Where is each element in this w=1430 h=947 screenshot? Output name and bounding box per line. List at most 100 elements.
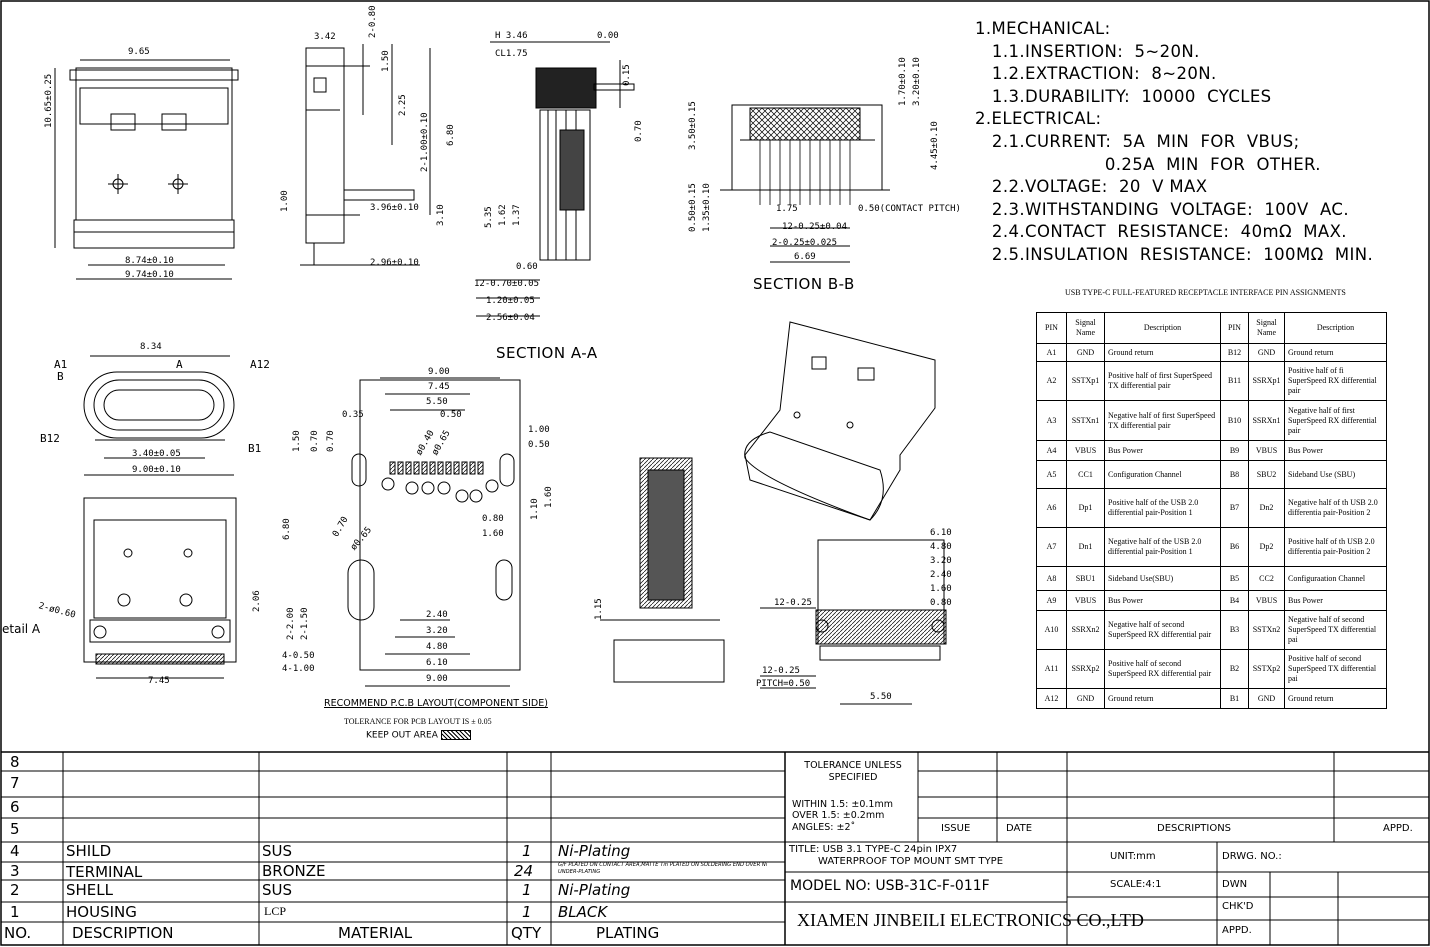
dimension-label: 1.62: [498, 204, 508, 226]
dimension-label: 3.42: [314, 32, 336, 42]
part-desc: HOUSING: [66, 903, 137, 921]
section-a-a-label: SECTION A-A: [496, 344, 598, 362]
part-no: 5: [10, 820, 20, 838]
dimension-label: 4.80: [426, 642, 448, 652]
dimension-label: A: [176, 358, 183, 371]
spec-line: 2.4.CONTACT RESISTANCE: 40mΩ MAX.: [975, 222, 1347, 242]
part-desc: SHELL: [66, 881, 113, 899]
front-view: [83, 355, 235, 476]
description-cell: Bus Power: [1284, 440, 1387, 461]
dimension-label: 5.50: [426, 397, 448, 407]
description-cell: Positive half of second SuperSpeed TX di…: [1284, 649, 1387, 689]
tolerance-heading: TOLERANCE UNLESS SPECIFIED: [804, 760, 902, 783]
header-cell: Signal Name: [1066, 312, 1105, 344]
dimension-label: 3.10: [436, 204, 446, 226]
header-description: DESCRIPTION: [72, 924, 174, 942]
part-no: 8: [10, 753, 20, 771]
header-no: NO.: [4, 924, 32, 942]
drawn-by-label: DWN: [1222, 879, 1248, 890]
dimension-label: 3.96±0.10: [370, 203, 419, 213]
dimension-label: 2-2.00: [286, 607, 296, 640]
dimension-label: 0.50(CONTACT PITCH): [858, 204, 961, 214]
signal-cell: SSRXp2: [1066, 649, 1105, 689]
dimension-label: 7.45: [148, 676, 170, 686]
part-no: 2: [10, 881, 20, 899]
pin-cell: B1: [1220, 688, 1249, 709]
dimension-label: 9.65: [128, 47, 150, 57]
signal-cell: GND: [1248, 343, 1285, 362]
dimension-label: 8.34: [140, 342, 162, 352]
pin-assignment-table: PIN Signal Name Description PIN Signal N…: [1036, 312, 1387, 709]
title-line-2: WATERPROOF TOP MOUNT SMT TYPE: [818, 856, 1004, 867]
dimension-label: 4-1.00: [282, 664, 315, 674]
part-qty: 24: [514, 862, 534, 880]
dimension-label: 1.75: [776, 204, 798, 214]
dimension-label: 8.74±0.10: [125, 256, 174, 266]
pin-cell: B8: [1220, 460, 1249, 489]
pin-table-header-row: PIN Signal Name Description PIN Signal N…: [1036, 312, 1387, 344]
signal-cell: VBUS: [1066, 440, 1105, 461]
pin-cell: B10: [1220, 400, 1249, 441]
pcb-layout-title: RECOMMEND P.C.B LAYOUT(COMPONENT SIDE): [324, 698, 548, 709]
dimension-label: PITCH=0.50: [756, 679, 811, 689]
dimension-label: 4-0.50: [282, 651, 315, 661]
signal-cell: SSRXn1: [1248, 400, 1285, 441]
dimension-label: 2-1.00±0.10: [420, 112, 430, 172]
part-material: SUS: [262, 842, 293, 860]
part-no: 3: [10, 862, 20, 880]
pcb-tolerance-note: TOLERANCE FOR PCB LAYOUT IS ± 0.05: [344, 717, 492, 726]
tolerance-angles: ANGLES: ±2˚: [792, 822, 856, 833]
issue-label: ISSUE: [941, 823, 971, 834]
pcb-layout-view: [347, 377, 521, 687]
description-cell: Negative half of th USB 2.0 differentia …: [1284, 488, 1387, 528]
header-cell: PIN: [1220, 312, 1249, 344]
dimension-label: 1.50: [381, 50, 391, 72]
pin-cell: B4: [1220, 590, 1249, 611]
dimension-label: A12: [250, 358, 270, 371]
dimension-label: 0.80: [930, 598, 952, 608]
header-cell: PIN: [1036, 312, 1067, 344]
pin-table-title: USB TYPE-C FULL-FEATURED RECEPTACLE INTE…: [1065, 288, 1346, 297]
part-qty: 1: [522, 903, 532, 921]
dimension-label: 6.80: [446, 124, 456, 146]
signal-cell: VBUS: [1248, 590, 1285, 611]
spec-line: 1.MECHANICAL:: [975, 19, 1111, 38]
dimension-label: 2.06: [252, 590, 262, 612]
dimension-label: 1.70±0.10: [898, 57, 908, 106]
pin-cell: B3: [1220, 610, 1249, 650]
appd-header-label: APPD.: [1383, 823, 1413, 834]
dimension-label: 9.00±0.10: [132, 465, 181, 475]
part-plating: G/F PLATED ON CONTACT AREA,MATTE Tin PLA…: [558, 862, 768, 875]
bottom-view: [83, 497, 237, 679]
dimension-label: 1.00: [280, 190, 290, 212]
dimension-label: B: [57, 370, 64, 383]
dimension-label: 6.10: [426, 658, 448, 668]
detail-a-label: etail A: [2, 622, 41, 636]
dimension-label: 0.35: [342, 410, 364, 420]
signal-cell: Dn2: [1248, 488, 1285, 528]
description-cell: Positive half of second SuperSpeed RX di…: [1104, 649, 1221, 689]
tolerance-over: OVER 1.5: ±0.2mm: [792, 810, 885, 821]
dimension-label: 12-0.25: [774, 598, 812, 608]
dimension-label: 2-0.25±0.025: [772, 238, 838, 248]
part-plating: Ni-Plating: [558, 842, 631, 860]
header-cell: Signal Name: [1248, 312, 1285, 344]
section-b-b-view: [720, 104, 890, 263]
pin-cell: A12: [1036, 688, 1067, 709]
part-no: 6: [10, 798, 20, 816]
description-cell: Positive half of fi SuperSpeed RX differ…: [1284, 361, 1387, 401]
section-a-a-view: [476, 41, 635, 317]
part-plating: Ni-Plating: [558, 881, 631, 899]
smt-front-view: [760, 539, 947, 705]
signal-cell: CC2: [1248, 566, 1285, 591]
signal-cell: GND: [1248, 688, 1285, 709]
description-cell: Ground return: [1104, 343, 1221, 362]
description-cell: Configuration Channel: [1104, 460, 1221, 489]
